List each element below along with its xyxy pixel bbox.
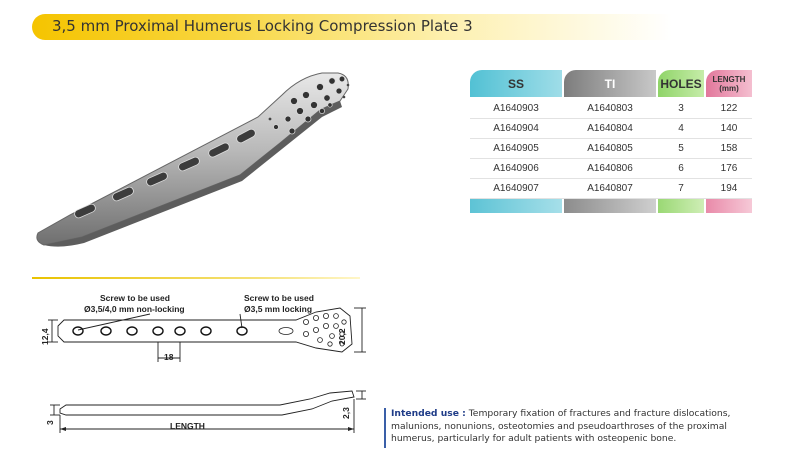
cell-holes: 6 — [678, 163, 684, 174]
column-header-length: LENGTH (mm) — [706, 70, 752, 97]
intended-use-text: Intended use : Temporary fixation of fra… — [391, 408, 751, 446]
plate-side-view-drawing — [50, 390, 366, 433]
cell-length: 158 — [720, 143, 738, 154]
cell-ss: A1640904 — [493, 123, 539, 134]
dimension-width: 12,4 — [40, 328, 50, 345]
intended-use-accent — [384, 408, 386, 448]
plate-photo — [36, 72, 350, 247]
footer-bar-length — [706, 199, 752, 213]
screw-right-title: Screw to be used — [244, 293, 314, 303]
footer-bar-holes — [658, 199, 704, 213]
column-header-ti: TI — [564, 70, 656, 97]
intended-use-label: Intended use : — [391, 408, 466, 419]
cell-ss: A1640905 — [493, 143, 539, 154]
cell-ti: A1640806 — [587, 163, 633, 174]
plate-top-view-drawing — [48, 307, 366, 362]
table-row: A1640907 A1640807 7 194 — [470, 179, 752, 199]
cell-ss: A1640906 — [493, 163, 539, 174]
cell-ti: A1640805 — [587, 143, 633, 154]
dimension-thickness: 3 — [45, 420, 55, 425]
cell-length: 140 — [720, 123, 738, 134]
cell-holes: 4 — [678, 123, 684, 134]
footer-bar-ss — [470, 199, 562, 213]
cell-length: 176 — [720, 163, 738, 174]
dimension-hole-spacing: 18 — [164, 352, 174, 362]
cell-ss: A1640903 — [493, 103, 539, 114]
cell-length: 194 — [720, 183, 738, 194]
cell-ti: A1640803 — [587, 103, 633, 114]
section-divider — [32, 277, 360, 279]
table-body: A1640903 A1640803 3 122 A1640904 A164080… — [470, 99, 752, 199]
screw-right-spec: Ø3,5 mm locking — [244, 304, 313, 314]
screw-left-title: Screw to be used — [100, 293, 170, 303]
title-banner — [32, 14, 672, 40]
cell-holes: 7 — [678, 183, 684, 194]
table-row: A1640904 A1640804 4 140 — [470, 119, 752, 139]
length-header-unit: (mm) — [719, 83, 739, 93]
cell-ti: A1640807 — [587, 183, 633, 194]
footer-bar-ti — [564, 199, 656, 213]
page-title: 3,5 mm Proximal Humerus Locking Compress… — [52, 17, 473, 35]
screw-left-spec: Ø3,5/4,0 mm non-locking — [84, 304, 185, 314]
table-row: A1640903 A1640803 3 122 — [470, 99, 752, 119]
dimension-length: LENGTH — [170, 421, 205, 431]
dimension-head-width: 20,2 — [337, 328, 347, 345]
intended-use-body: Temporary fixation of fractures and frac… — [391, 408, 731, 444]
column-header-ss: SS — [470, 70, 562, 97]
cell-ti: A1640804 — [587, 123, 633, 134]
cell-holes: 5 — [678, 143, 684, 154]
cell-ss: A1640907 — [493, 183, 539, 194]
length-header-label: LENGTH — [712, 74, 746, 84]
cell-length: 122 — [720, 103, 738, 114]
table-row: A1640905 A1640805 5 158 — [470, 139, 752, 159]
column-header-holes: HOLES — [658, 70, 704, 97]
dimension-head-thickness: 2,3 — [341, 407, 351, 419]
table-row: A1640906 A1640806 6 176 — [470, 159, 752, 179]
cell-holes: 3 — [678, 103, 684, 114]
